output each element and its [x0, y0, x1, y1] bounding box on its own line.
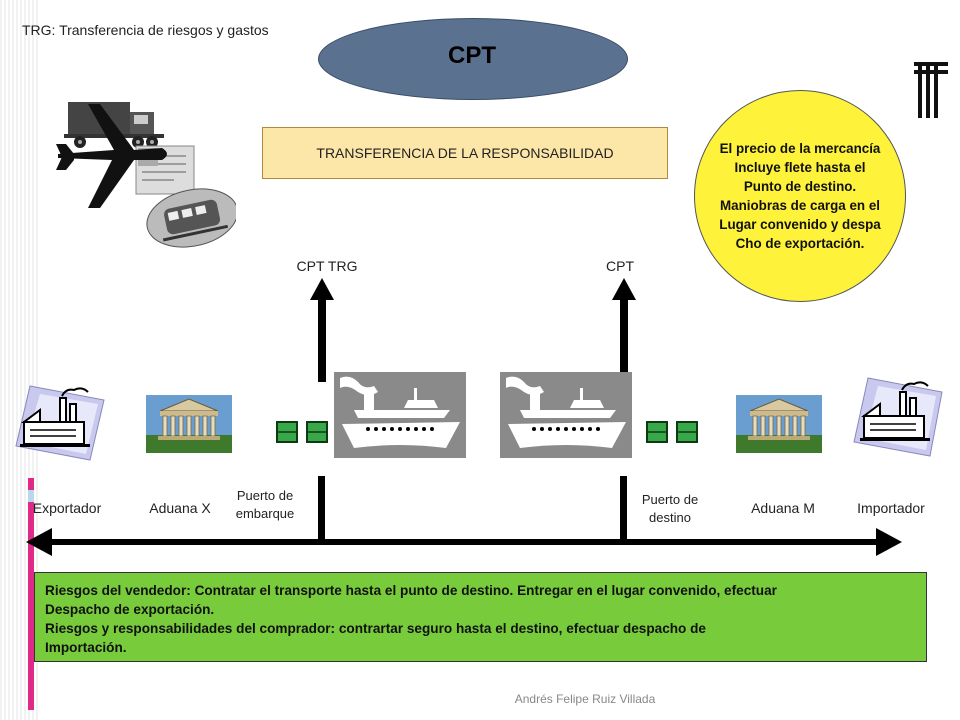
- risks-line: Importación.: [45, 640, 127, 655]
- node-label-customs-x: Aduana X: [149, 500, 211, 516]
- arrow-label-cpt-trg: CPT TRG: [296, 258, 358, 274]
- node-label-port-destination: Puerto de destino: [628, 491, 712, 527]
- node-label-customs-m: Aduana M: [751, 500, 815, 516]
- timeline-double-arrow: [26, 528, 902, 556]
- ship-icon: [500, 372, 632, 458]
- title-ellipse: [318, 18, 628, 100]
- ship-icon: [334, 372, 466, 458]
- arrow-up-cpt: [612, 278, 636, 382]
- risks-line: Riesgos y responsabilidades del comprado…: [45, 621, 706, 636]
- risks-box: Riesgos del vendedor: Contratar el trans…: [34, 572, 927, 662]
- trg-note: TRG: Transferencia de riesgos y gastos: [22, 22, 269, 38]
- node-label-port-embark: Puerto de embarque: [222, 487, 308, 523]
- factory-icon: [15, 385, 105, 461]
- price-note-circle: El precio de la mercancía Incluye flete …: [694, 90, 906, 302]
- node-label-importer: Importador: [857, 500, 925, 516]
- node-label-line: Puerto de: [236, 488, 294, 503]
- price-note-text: El precio de la mercancía Incluye flete …: [700, 139, 900, 253]
- price-note-line: Punto de destino.: [743, 179, 857, 194]
- risks-line: Riesgos del vendedor: Contratar el trans…: [45, 583, 777, 598]
- tick-embark: [318, 476, 325, 542]
- transport-collage-icon: [56, 102, 236, 248]
- responsibility-transfer-label: TRANSFERENCIA DE LA RESPONSABILIDAD: [316, 145, 614, 161]
- left-accent-mark: [28, 490, 34, 502]
- node-label-exporter: Exportador: [32, 500, 102, 516]
- price-note-line: Cho de exportación.: [735, 236, 865, 251]
- risks-line: Despacho de exportación.: [45, 602, 215, 617]
- corner-mark-icon: [914, 62, 948, 118]
- customs-building-icon: [146, 395, 232, 453]
- node-label-line: embarque: [235, 506, 295, 521]
- page-title: CPT: [448, 42, 496, 69]
- price-note-line: Lugar convenido y despa: [719, 217, 881, 232]
- responsibility-transfer-box: TRANSFERENCIA DE LA RESPONSABILIDAD: [262, 127, 668, 179]
- price-note-line: Incluye flete hasta el: [734, 160, 866, 175]
- factory-icon: [853, 377, 943, 457]
- footer-author: Andrés Felipe Ruiz Villada: [514, 692, 656, 706]
- node-label-line: Puerto de: [641, 492, 699, 507]
- arrow-label-cpt: CPT: [606, 258, 634, 274]
- arrow-up-cpt-trg: [310, 278, 334, 382]
- price-note-line: El precio de la mercancía: [719, 141, 881, 156]
- customs-building-icon: [736, 395, 822, 453]
- price-note-line: Maniobras de carga en el: [719, 198, 880, 213]
- left-accent-bar: [28, 478, 34, 710]
- node-label-line: destino: [649, 510, 691, 525]
- tick-destination: [620, 476, 627, 542]
